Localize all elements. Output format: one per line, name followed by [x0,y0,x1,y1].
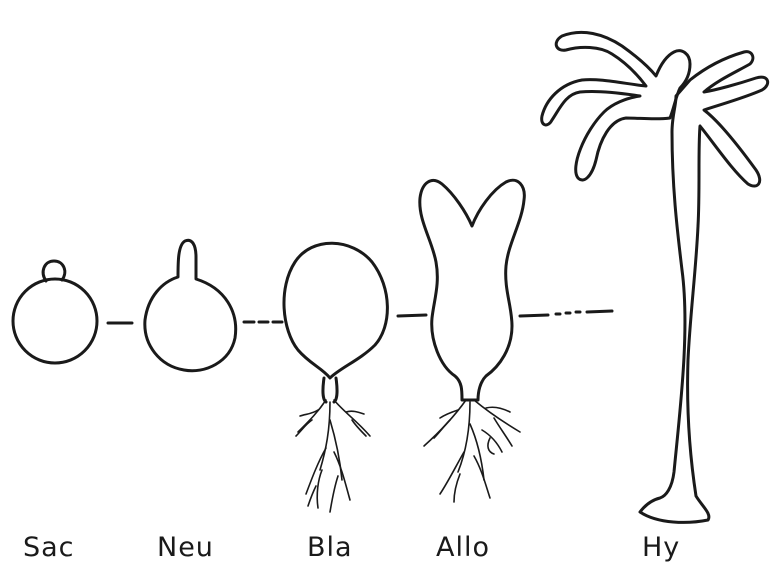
label-hy: Hy [642,532,681,563]
bla-figure [282,241,389,513]
label-allo: Allo [436,532,490,563]
label-neu: Neu [157,532,214,563]
link-allo-hy [518,309,614,318]
neu-figure [143,238,238,373]
allo-roots [423,399,521,503]
hy-figure [540,30,770,524]
link-bla-allo [396,313,428,318]
label-sac: Sac [23,532,75,563]
label-bla: Bla [307,532,353,563]
bla-roots [295,399,371,513]
allo-figure [418,178,526,503]
sac-figure [11,259,99,365]
